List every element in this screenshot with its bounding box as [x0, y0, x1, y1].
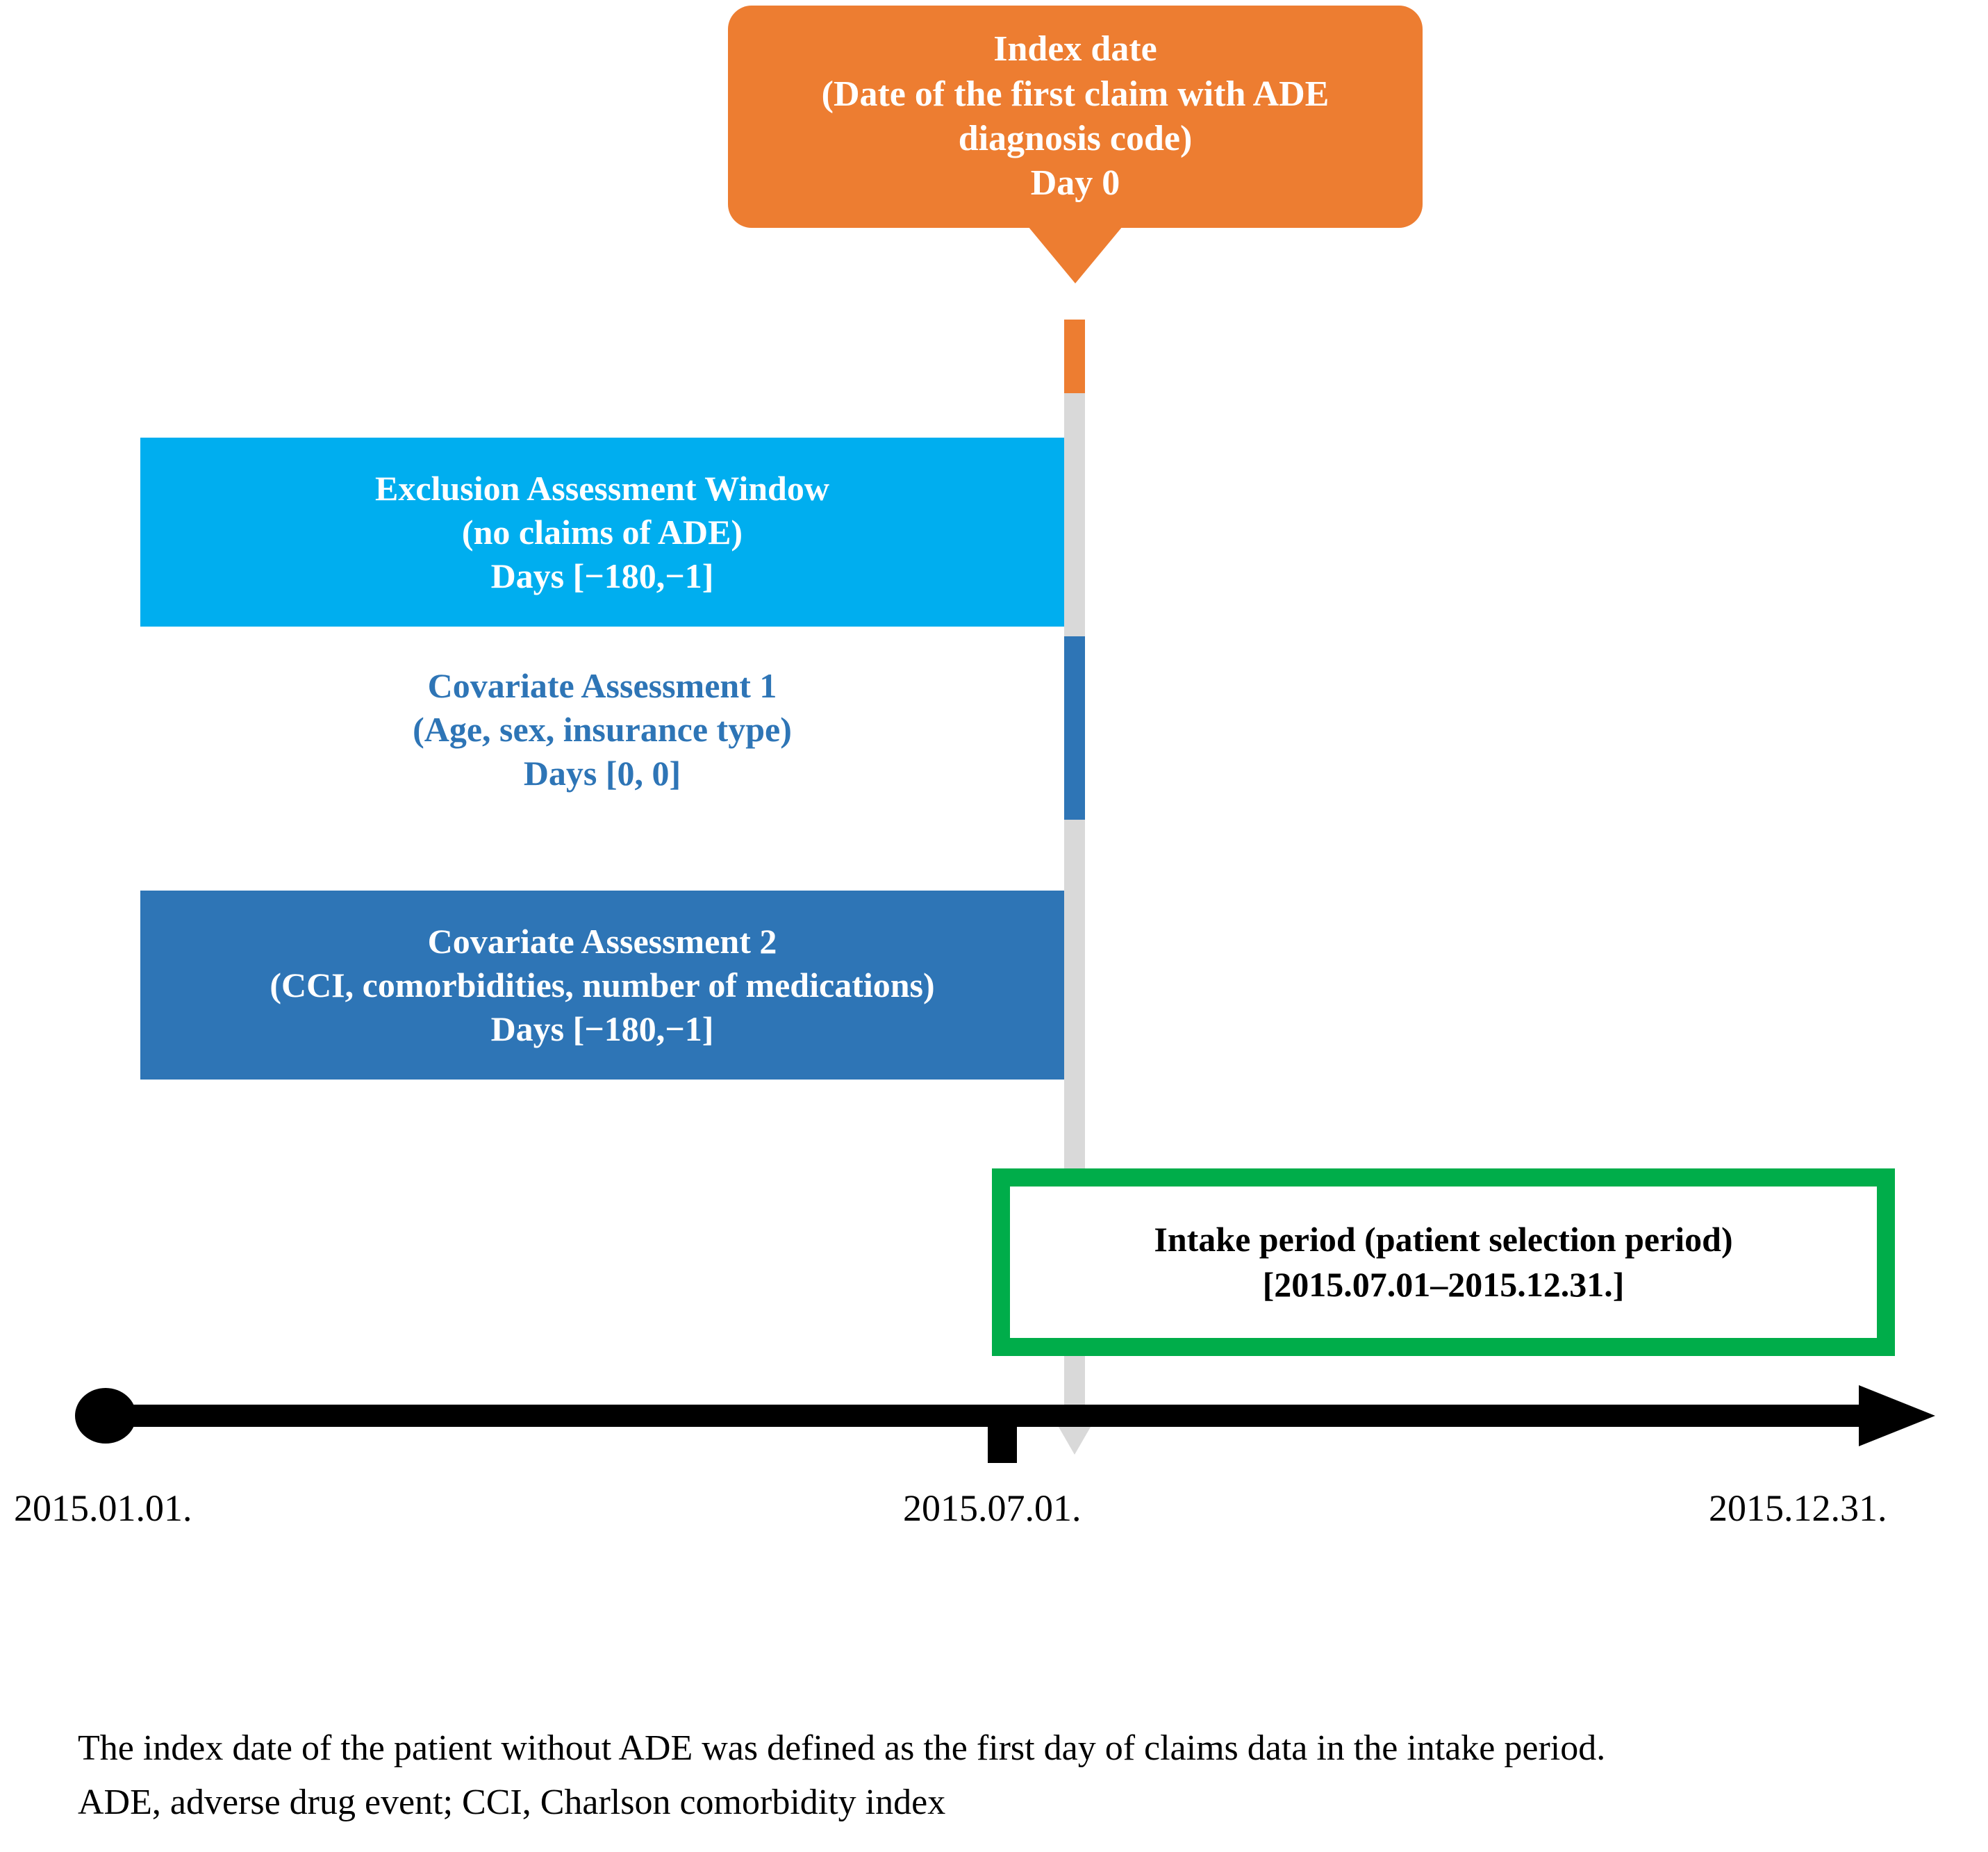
- band-days: Days [−180,−1]: [490, 1009, 714, 1048]
- band-covariate-assessment-1: Covariate Assessment 1 (Age, sex, insura…: [140, 650, 1064, 809]
- timeline-label-end: 2015.12.31.: [1709, 1487, 1887, 1529]
- intake-period-box: Intake period (patient selection period)…: [992, 1168, 1895, 1356]
- footnote-line-2: ADE, adverse drug event; CCI, Charlson c…: [78, 1783, 946, 1822]
- index-line-gray-segment-upper: [1064, 393, 1085, 636]
- intake-period-range: [2015.07.01–2015.12.31.]: [1262, 1265, 1625, 1304]
- band-exclusion-assessment-window: Exclusion Assessment Window (no claims o…: [140, 438, 1064, 627]
- timeline-arrowhead-icon: [1859, 1385, 1935, 1446]
- band-detail: (Age, sex, insurance type): [413, 709, 792, 749]
- index-date-callout-tail-icon: [1028, 226, 1123, 283]
- index-date-line-4: Day 0: [1030, 163, 1120, 204]
- band-title: Covariate Assessment 1: [427, 665, 777, 705]
- index-date-line-1: Index date: [993, 29, 1157, 69]
- index-line-orange-segment: [1064, 320, 1085, 395]
- band-covariate-assessment-2: Covariate Assessment 2 (CCI, comorbiditi…: [140, 891, 1064, 1080]
- index-date-line-2: (Date of the first claim with ADE: [821, 74, 1330, 114]
- index-date-line-3: diagnosis code): [958, 119, 1193, 158]
- band-detail: (CCI, comorbidities, number of medicatio…: [270, 965, 935, 1004]
- figure-footnote: The index date of the patient without AD…: [78, 1721, 1939, 1830]
- footnote-line-1: The index date of the patient without AD…: [78, 1728, 1606, 1768]
- band-days: Days [−180,−1]: [490, 556, 714, 595]
- timeline-tick-midpoint: [988, 1424, 1017, 1463]
- timeline-label-middle: 2015.07.01.: [903, 1487, 1082, 1529]
- index-date-callout: Index date (Date of the first claim with…: [728, 6, 1423, 228]
- intake-period-title: Intake period (patient selection period): [1154, 1220, 1733, 1259]
- band-detail: (no claims of ADE): [461, 512, 743, 552]
- band-title: Exclusion Assessment Window: [375, 468, 829, 508]
- timeline-label-start: 2015.01.01.: [14, 1487, 192, 1529]
- timeline-axis-line: [83, 1405, 1865, 1427]
- band-title: Covariate Assessment 2: [427, 921, 777, 961]
- band-days: Days [0, 0]: [523, 753, 681, 793]
- index-line-blue-segment: [1064, 636, 1085, 821]
